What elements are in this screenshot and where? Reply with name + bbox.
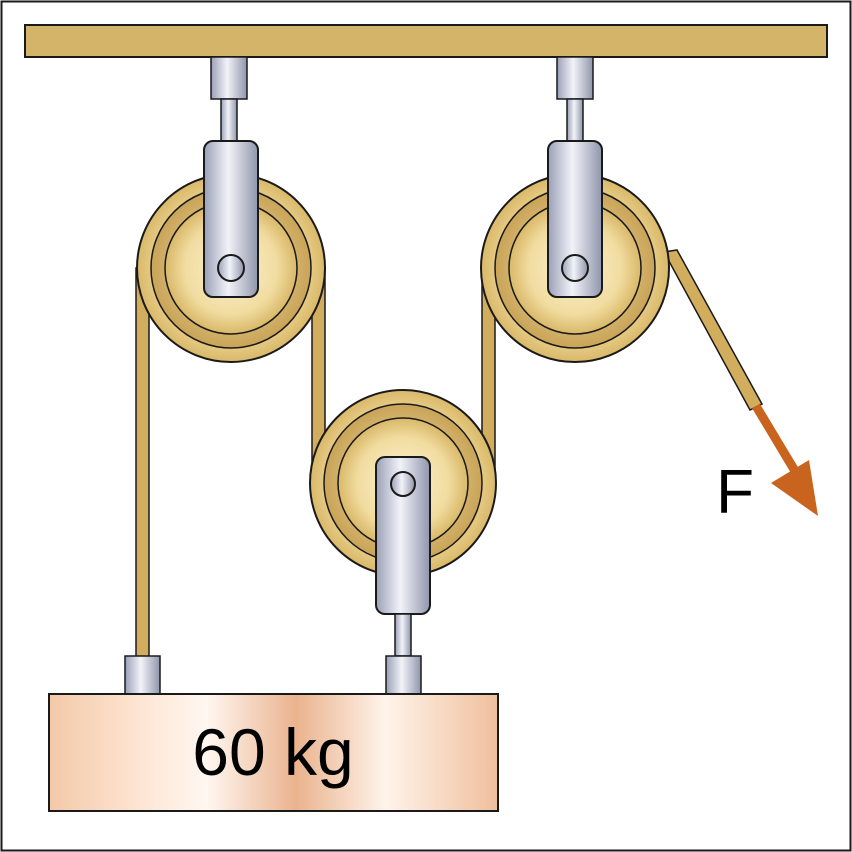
force-arrow-shaft xyxy=(752,403,802,479)
rope-anchor-mount xyxy=(124,655,161,696)
pulley-movable xyxy=(309,389,497,657)
ceiling-mount xyxy=(210,56,248,100)
rope-system xyxy=(135,249,764,661)
axle-bolt xyxy=(217,254,245,282)
force-arrow-head xyxy=(771,460,818,516)
pulley-top-right xyxy=(480,56,670,363)
pulley-bracket xyxy=(203,140,259,298)
mount-rod xyxy=(220,98,238,144)
mount-rod xyxy=(566,98,584,144)
pulley-bracket xyxy=(547,140,603,298)
rope-left-vertical xyxy=(135,267,150,661)
pulley-block-mount xyxy=(385,655,422,696)
load-block xyxy=(48,693,499,812)
pulley-top-left xyxy=(136,56,326,363)
force-arrow xyxy=(752,403,818,516)
axle-bolt xyxy=(561,254,589,282)
ceiling-beam xyxy=(24,24,828,58)
rope-pull-segment xyxy=(662,249,764,411)
mass-label: 60 kg xyxy=(192,715,353,789)
ceiling-mount xyxy=(556,56,594,100)
axle-bolt xyxy=(390,471,416,497)
connecting-rod xyxy=(394,613,412,657)
force-label: F xyxy=(716,458,754,527)
